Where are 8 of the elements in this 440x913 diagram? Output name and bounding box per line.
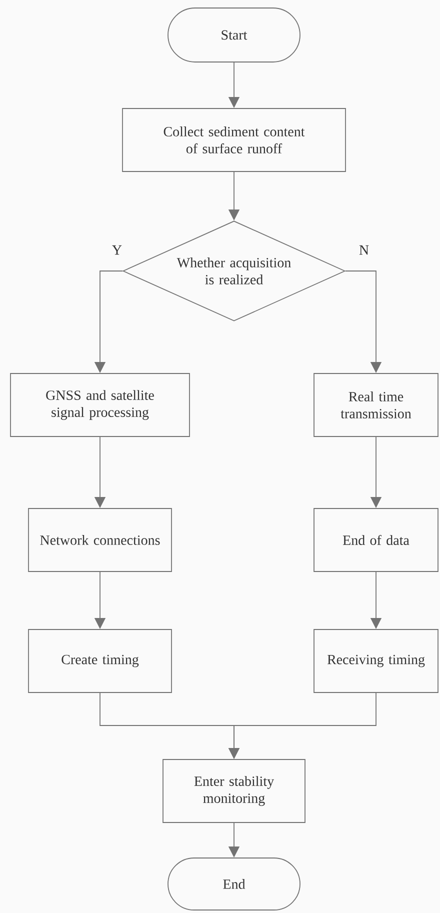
- process-box: Collect sediment content of surface runoff: [122, 108, 346, 172]
- process-box: Network connections: [28, 508, 172, 572]
- process-box: Receiving timing: [314, 629, 438, 693]
- process-box: GNSS and satellite signal processing: [10, 373, 190, 437]
- process-box: End of data: [314, 508, 438, 572]
- process-box: Enter stability monitoring: [162, 759, 306, 823]
- process-box: Real time transmission: [314, 373, 438, 437]
- process-box: Create timing: [28, 629, 172, 693]
